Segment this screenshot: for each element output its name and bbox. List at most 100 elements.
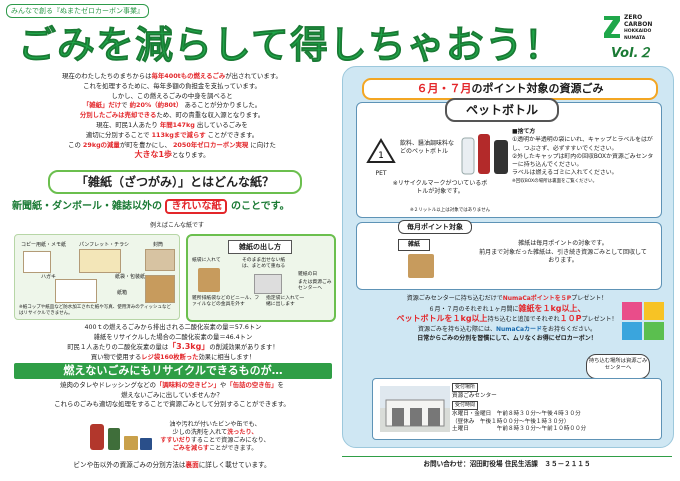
- points-heading-month: ６月・７月: [416, 82, 472, 95]
- stats-line: 雑紙をリサイクルした場合の二酸化炭素の量＝46.4トン: [93, 333, 253, 341]
- paper-bag-image: [145, 275, 175, 303]
- zatsugami-definition: 新聞紙・ダンボール・雑誌以外の きれいな紙 のことです。: [12, 197, 332, 214]
- paper-examples-panel: コピー用紙・メモ紙 パンフレット・チラシ 封筒 ハガキ 紙袋・包装紙 紙箱 ※紙…: [14, 234, 180, 320]
- howto-step: そのまま出せない紙は、まとめて重ねる: [242, 258, 286, 269]
- pet-recycle-icon: 1 PET: [364, 136, 398, 177]
- recycle-highlight: 「調味料の空きビン」: [156, 381, 220, 389]
- point-line: 資源ごみセンターに持ち込むだけで: [406, 295, 503, 302]
- point-line: 日常からごみの分別を習慣にして、ムリなくお得にゼロカーボン！: [417, 335, 597, 343]
- intro-highlight: 29kgの減量: [82, 140, 120, 149]
- intro-text-line: が出されています。: [225, 72, 282, 80]
- step-item: ①透明か半透明の袋にいれ、キャップとラベルをはがし、つぶさず、必ずすすいでくださ…: [512, 137, 653, 152]
- paper-bag-icon: [408, 254, 434, 278]
- intro-text-line: 出しているごみを: [196, 120, 248, 129]
- tips-highlight: ごみを減らす: [172, 445, 210, 452]
- numaca-puzzle-icon: [622, 302, 664, 340]
- recyclable-section-heading: 燃えないごみにもリサイクルできるものが…: [14, 363, 332, 379]
- point-highlight: NumaCaポイントを５P: [502, 295, 572, 302]
- howto-step: 雑紙の日: [298, 272, 318, 277]
- paper-label: ハガキ: [41, 274, 57, 280]
- flyer-image: [79, 249, 121, 273]
- hours-row: 水曜日・金曜日 午前８時３０分～午後４時３０分: [452, 411, 581, 418]
- drop-off-callout: 持ち込む場所は資源ごみセンターへ: [586, 354, 650, 379]
- numaca-card-text: NumaCaカード: [495, 325, 543, 333]
- foot-highlight: 裏面: [185, 461, 199, 469]
- tips-line: 少しの洗剤を入れて: [172, 429, 228, 436]
- intro-text: 現在のわたしたちのまちからは毎年400tもの燃えるごみが出されています。 これを…: [14, 72, 330, 161]
- intro-highlight: 約20%（約80t）: [129, 101, 183, 110]
- steps-title: ■捨て方: [512, 129, 536, 135]
- pet-target-list: 飲料、醤油調味料などのペットボトル: [400, 140, 455, 155]
- monthly-points-label: 毎月ポイント対象: [398, 220, 472, 234]
- point-highlight: ペットボトルを１kg以上: [396, 314, 488, 324]
- intro-text-line: に向けた: [250, 140, 276, 149]
- howto-step: 指定袋に入れて一緒に出します: [266, 296, 305, 307]
- campaign-tag: みんなで創る『ぬまたゼロカーボン事業』: [6, 4, 149, 18]
- intro-text-line: これを処理するために、毎年多額の負担金を支払っています。: [83, 81, 261, 90]
- recycle-highlight: 「缶詰の空き缶」: [226, 381, 278, 389]
- intro-text-line: ことができます。: [207, 130, 259, 139]
- volume-number: Vol.２: [611, 46, 652, 61]
- recycle-triangle-icon: 1: [366, 138, 396, 163]
- intro-text-line: あることが分かりました。: [184, 101, 262, 110]
- howto-step: または資源ごみセンターへ: [298, 280, 332, 291]
- intro-text-line: 適切に分別することで: [85, 130, 150, 139]
- reverse-side-note: ビンや缶以外の資源ごみの分別方法は裏面に詳しく載せています。: [14, 459, 330, 469]
- foot-text: ビンや缶以外の資源ごみの分別方法は: [73, 461, 186, 469]
- points-heading-text: のポイント対象の資源ごみ: [471, 82, 604, 95]
- intro-highlight: 113kgまで減らす: [151, 130, 206, 139]
- point-line: ６月・７月のそれぞれ１ヶ月間に: [428, 305, 519, 313]
- hours-row: （昼休み 午後１時００分～午後１時３０分）: [452, 418, 570, 425]
- jars-and-cans-illustration: [90, 424, 152, 450]
- co2-stats: 400ｔの燃えるごみから排出される二酸化炭素の量＝57.6トン 雑紙をリサイクル…: [14, 323, 332, 362]
- howto-step: 雑所排紙袋などのビニール、ファイルなどの金具を外す: [192, 296, 260, 307]
- recycle-line: これらのごみも適切な処理をすることで資源ごみとして分別することができます。: [54, 400, 290, 409]
- rinse-tips: 油や汚れが付いたビンや缶でも、 少しの洗剤を入れて洗ったり、 すすいだりすること…: [160, 421, 270, 453]
- page-title: ごみを減らして得しちゃおう！: [18, 23, 563, 68]
- copy-paper-image: [23, 251, 51, 273]
- logo-line: HOKKAIDO: [624, 29, 652, 34]
- howto-step: 紙袋に入れて: [192, 258, 221, 263]
- point-line: をお持ちください。: [542, 325, 597, 333]
- how-to-dispose-panel: 雑紙の出し方 紙袋に入れて そのまま出せない紙は、まとめて重ねる 雑紙の日 また…: [186, 234, 336, 322]
- logo-line: ZERO: [624, 14, 643, 21]
- pet-mark-label: PET: [375, 170, 387, 177]
- paper-label: パンフレット・チラシ: [79, 242, 130, 248]
- intro-text-line: となります。: [172, 151, 210, 160]
- zatu-line: 前月まで対象だった雑紙は、引き続き資源ごみとして回収しております。: [479, 248, 647, 265]
- tips-highlight: 洗ったり、: [227, 429, 258, 436]
- zatu-line: 雑紙は毎月ポイントの対象です。: [518, 240, 608, 247]
- reception-place-label: 受付場所: [452, 383, 479, 393]
- stats-highlight: 「3.3kg」: [168, 342, 210, 351]
- clean-paper-badge: きれいな紙: [165, 199, 228, 214]
- logo-line: NUMATA: [624, 36, 646, 41]
- point-rules: 資源ごみセンターに持ち込むだけでNumaCaポイントを５Pプレゼント！ ６月・７…: [348, 294, 666, 344]
- paper-label: 封筒: [153, 242, 164, 248]
- intro-highlight: 2050年ゼロカーボン実現: [172, 140, 249, 149]
- stats-highlight: レジ袋160枚断った: [141, 353, 199, 361]
- foot-text: に詳しく載せています。: [198, 461, 271, 469]
- center-info: 受付場所 資源ごみセンター 受付時間 水曜日・金曜日 午前８時３０分～午後４時３…: [452, 383, 656, 433]
- point-highlight: 雑紙を１kg以上、: [518, 303, 586, 313]
- building-icon: [380, 386, 450, 427]
- paper-bag-icon: [198, 268, 220, 292]
- point-highlight: １０P: [559, 314, 582, 324]
- pet-size-note: ※２リットル以上は対象ではありません: [410, 208, 491, 213]
- intro-highlight: 大きな1歩: [134, 150, 173, 160]
- point-line: プレゼント！: [571, 295, 608, 302]
- postcard-image: [55, 279, 97, 303]
- recycle-line: を: [277, 381, 284, 389]
- definition-text: 新聞紙・ダンボール・雑誌以外の: [12, 201, 162, 212]
- pet-bottle-heading: ペットボトル: [445, 98, 559, 122]
- intro-text-line: 現在のわたしたちのまちからは: [62, 72, 152, 80]
- hours-row: 土曜日 午前８時３０分～午前１０時００分: [452, 426, 587, 433]
- paper-label: 紙袋・包装紙: [115, 274, 146, 280]
- pet-disposal-steps: ■捨て方 ①透明か半透明の袋にいれ、キャップとラベルをはがし、つぶさず、必ずすす…: [512, 128, 656, 186]
- reception-hours-label: 受付時間: [452, 400, 479, 411]
- recycle-text: 焼肉のタレやドレッシングなどの「調味料の空きビン」や「缶詰の空き缶」を 燃えない…: [14, 381, 330, 410]
- tips-line: ことができます。: [209, 445, 258, 452]
- intro-text-line: が町を豊かにし、: [119, 140, 171, 149]
- step-item: ②外したキャップは町内の回収BOXか資源ごみセンターに持ち込んでください。: [512, 153, 654, 169]
- step-note: ※回収BOXの場所は裏面をご覧ください。: [512, 178, 598, 184]
- bottles-illustration: [461, 134, 508, 175]
